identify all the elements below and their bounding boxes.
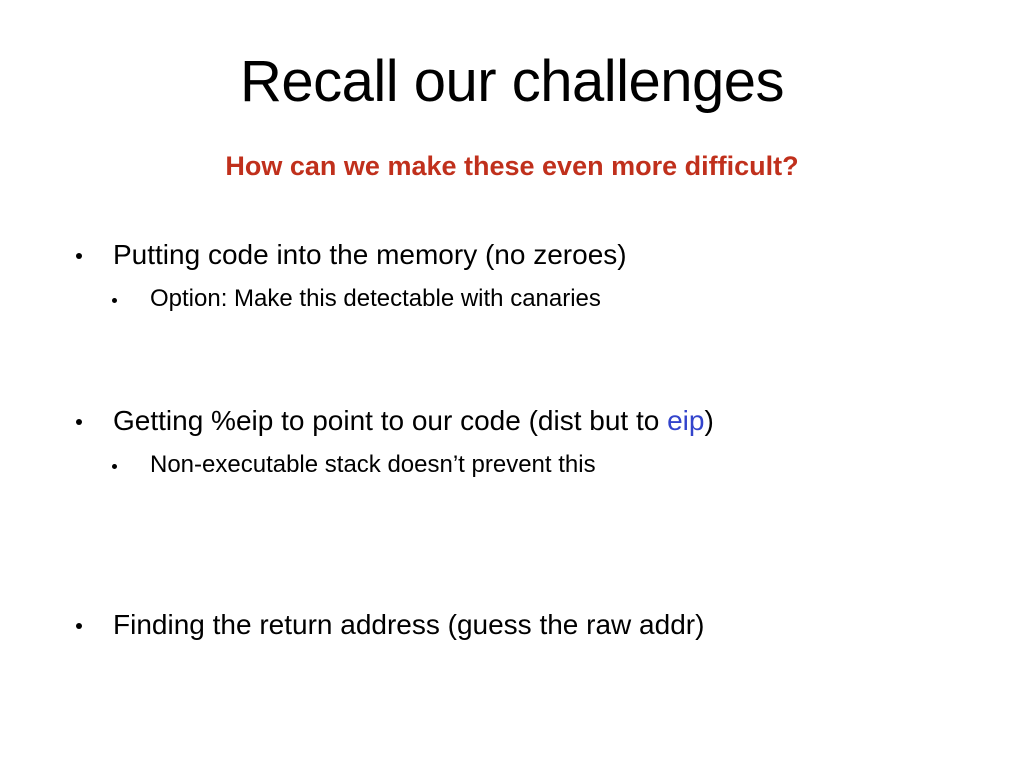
bullet-group-1: Putting code into the memory (no zeroes)…: [0, 236, 1024, 316]
bullet-item-level1: Putting code into the memory (no zeroes): [0, 236, 1024, 274]
bullet-item-level2: Option: Make this detectable with canari…: [0, 282, 1024, 316]
bullet-item-level1: Getting %eip to point to our code (dist …: [0, 402, 1024, 440]
bullet-text-prefix: Putting code into the memory (no zeroes): [113, 239, 627, 270]
bullet-group-3: Finding the return address (guess the ra…: [0, 606, 1024, 644]
bullet-text-prefix: Getting %eip to point to our code (dist …: [113, 405, 668, 436]
bullet-text-prefix: Finding the return address (guess the ra…: [113, 609, 705, 640]
bullet-list: Putting code into the memory (no zeroes)…: [0, 236, 1024, 644]
bullet-item-level2: Non-executable stack doesn’t prevent thi…: [0, 448, 1024, 482]
page-title: Recall our challenges: [239, 49, 785, 114]
bullet-text-suffix: ): [704, 405, 714, 436]
bullet-subtext: Non-executable stack doesn’t prevent thi…: [150, 451, 596, 478]
bullet-item-level1: Finding the return address (guess the ra…: [0, 606, 1024, 644]
bullet-subtext: Option: Make this detectable with canari…: [150, 285, 601, 312]
bullet-group-2: Getting %eip to point to our code (dist …: [0, 402, 1024, 482]
slide-subtitle: How can we make these even more difficul…: [225, 151, 799, 181]
bullet-text-accent: eip: [667, 405, 705, 436]
